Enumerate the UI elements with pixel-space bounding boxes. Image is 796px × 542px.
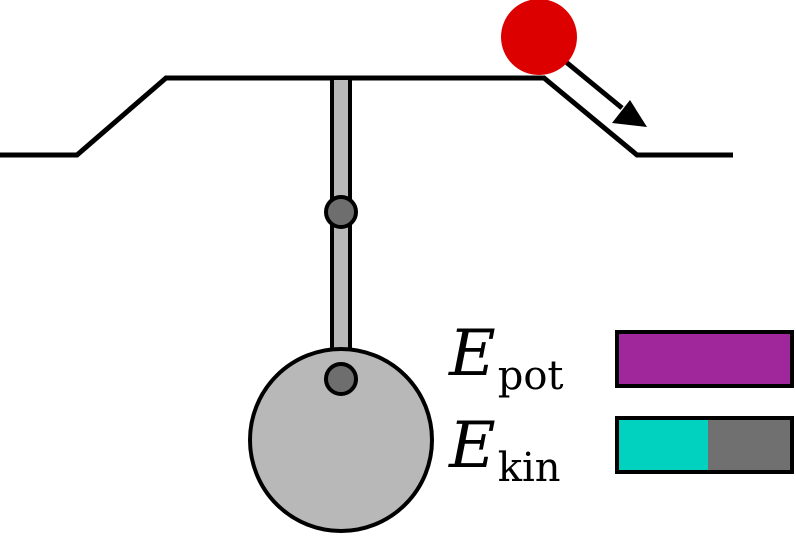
potential-energy-bar-frame (615, 330, 794, 388)
potential-energy-bar (615, 330, 794, 388)
kinetic-energy-bar-fill (617, 418, 708, 472)
kinetic-energy-label: Ekin (449, 414, 561, 488)
kinetic-energy-bar-frame (615, 416, 794, 474)
kinetic-energy-subscript: kin (497, 445, 561, 491)
kinetic-energy-symbol: E (449, 409, 496, 483)
track-line (0, 75, 733, 158)
kinetic-energy-bar (615, 416, 794, 474)
pendulum-bob (248, 347, 434, 533)
potential-energy-label: Epot (449, 322, 563, 396)
rolling-ball (501, 0, 577, 75)
potential-energy-subscript: pot (497, 353, 564, 399)
motion-arrow-shaft (564, 60, 624, 110)
lower-joint (324, 362, 358, 396)
potential-energy-bar-fill (617, 332, 792, 386)
motion-arrow-head (612, 100, 647, 127)
upper-joint (324, 195, 358, 229)
potential-energy-symbol: E (449, 317, 496, 391)
